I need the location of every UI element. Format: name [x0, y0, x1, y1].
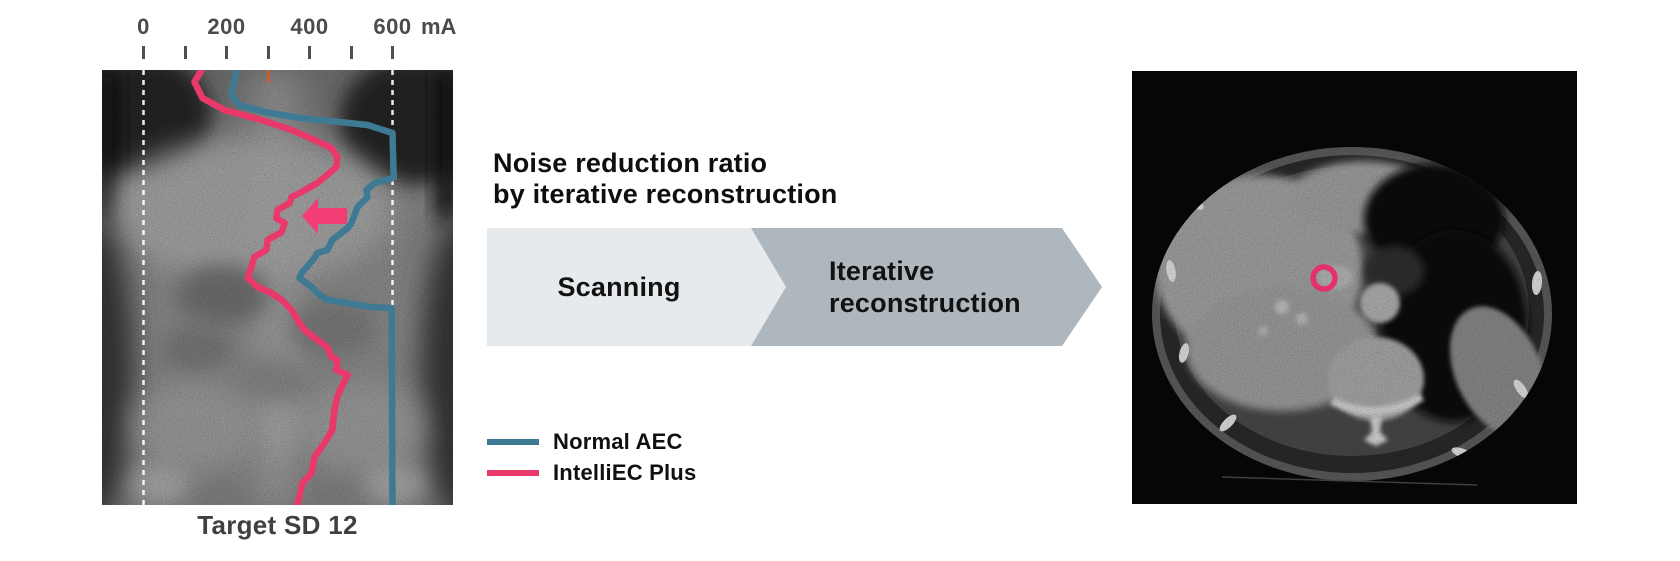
ma-axis-tick: [349, 46, 353, 59]
flow-title: Noise reduction ratio by iterative recon…: [493, 148, 838, 210]
curve-legend: Normal AEC IntelliEC Plus: [487, 426, 696, 488]
flow-step-scanning-label: Scanning: [557, 272, 681, 302]
legend-label: Normal AEC: [553, 428, 683, 454]
ma-axis-tick: [142, 46, 145, 59]
curve-intelliec-plus: [191, 70, 351, 505]
scout-orange-marker: [267, 70, 270, 83]
flow-title-line2: by iterative reconstruction: [493, 179, 838, 209]
ma-axis-tick: [308, 46, 311, 59]
ma-axis-tick: [266, 46, 270, 59]
flow-step-scanning: Scanning: [487, 228, 787, 346]
ma-axis-label-200: 200: [207, 14, 246, 39]
ma-axis-label-400: 400: [290, 14, 329, 39]
scout-caption: Target SD 12: [197, 510, 358, 540]
ma-axis-tick: [391, 46, 394, 59]
dose-reduction-arrow-icon: [302, 198, 347, 234]
ma-axis-unit-label: mA: [421, 14, 457, 39]
ma-axis-tick: [225, 46, 228, 59]
legend-row: Normal AEC: [487, 426, 696, 457]
legend-row: IntelliEC Plus: [487, 457, 696, 488]
flow-title-line1: Noise reduction ratio: [493, 148, 768, 178]
scout-radiograph: [102, 70, 453, 505]
ma-axis-label-600: 600: [373, 14, 412, 39]
flow-step-ir-label-line2: reconstruction: [829, 288, 1021, 318]
legend-label: IntelliEC Plus: [553, 459, 697, 485]
flow-step-ir-label-line1: Iterative: [829, 256, 935, 286]
ct-roi-circle: [1310, 264, 1338, 292]
legend-line-swatch: [487, 438, 539, 445]
flow-step-iterative-reconstruction: Iterative reconstruction: [751, 228, 1102, 346]
scout-anatomy: [102, 70, 453, 505]
curve-normal-aec: [228, 70, 397, 505]
ct-table-line: [1221, 476, 1478, 486]
ma-axis-label-0: 0: [137, 14, 150, 39]
legend-line-swatch: [487, 469, 539, 476]
ma-curve-layer: [142, 70, 397, 505]
ma-axis-tick: [183, 46, 187, 59]
ct-anatomy: [1132, 71, 1577, 504]
axial-ct-image: [1132, 71, 1577, 504]
